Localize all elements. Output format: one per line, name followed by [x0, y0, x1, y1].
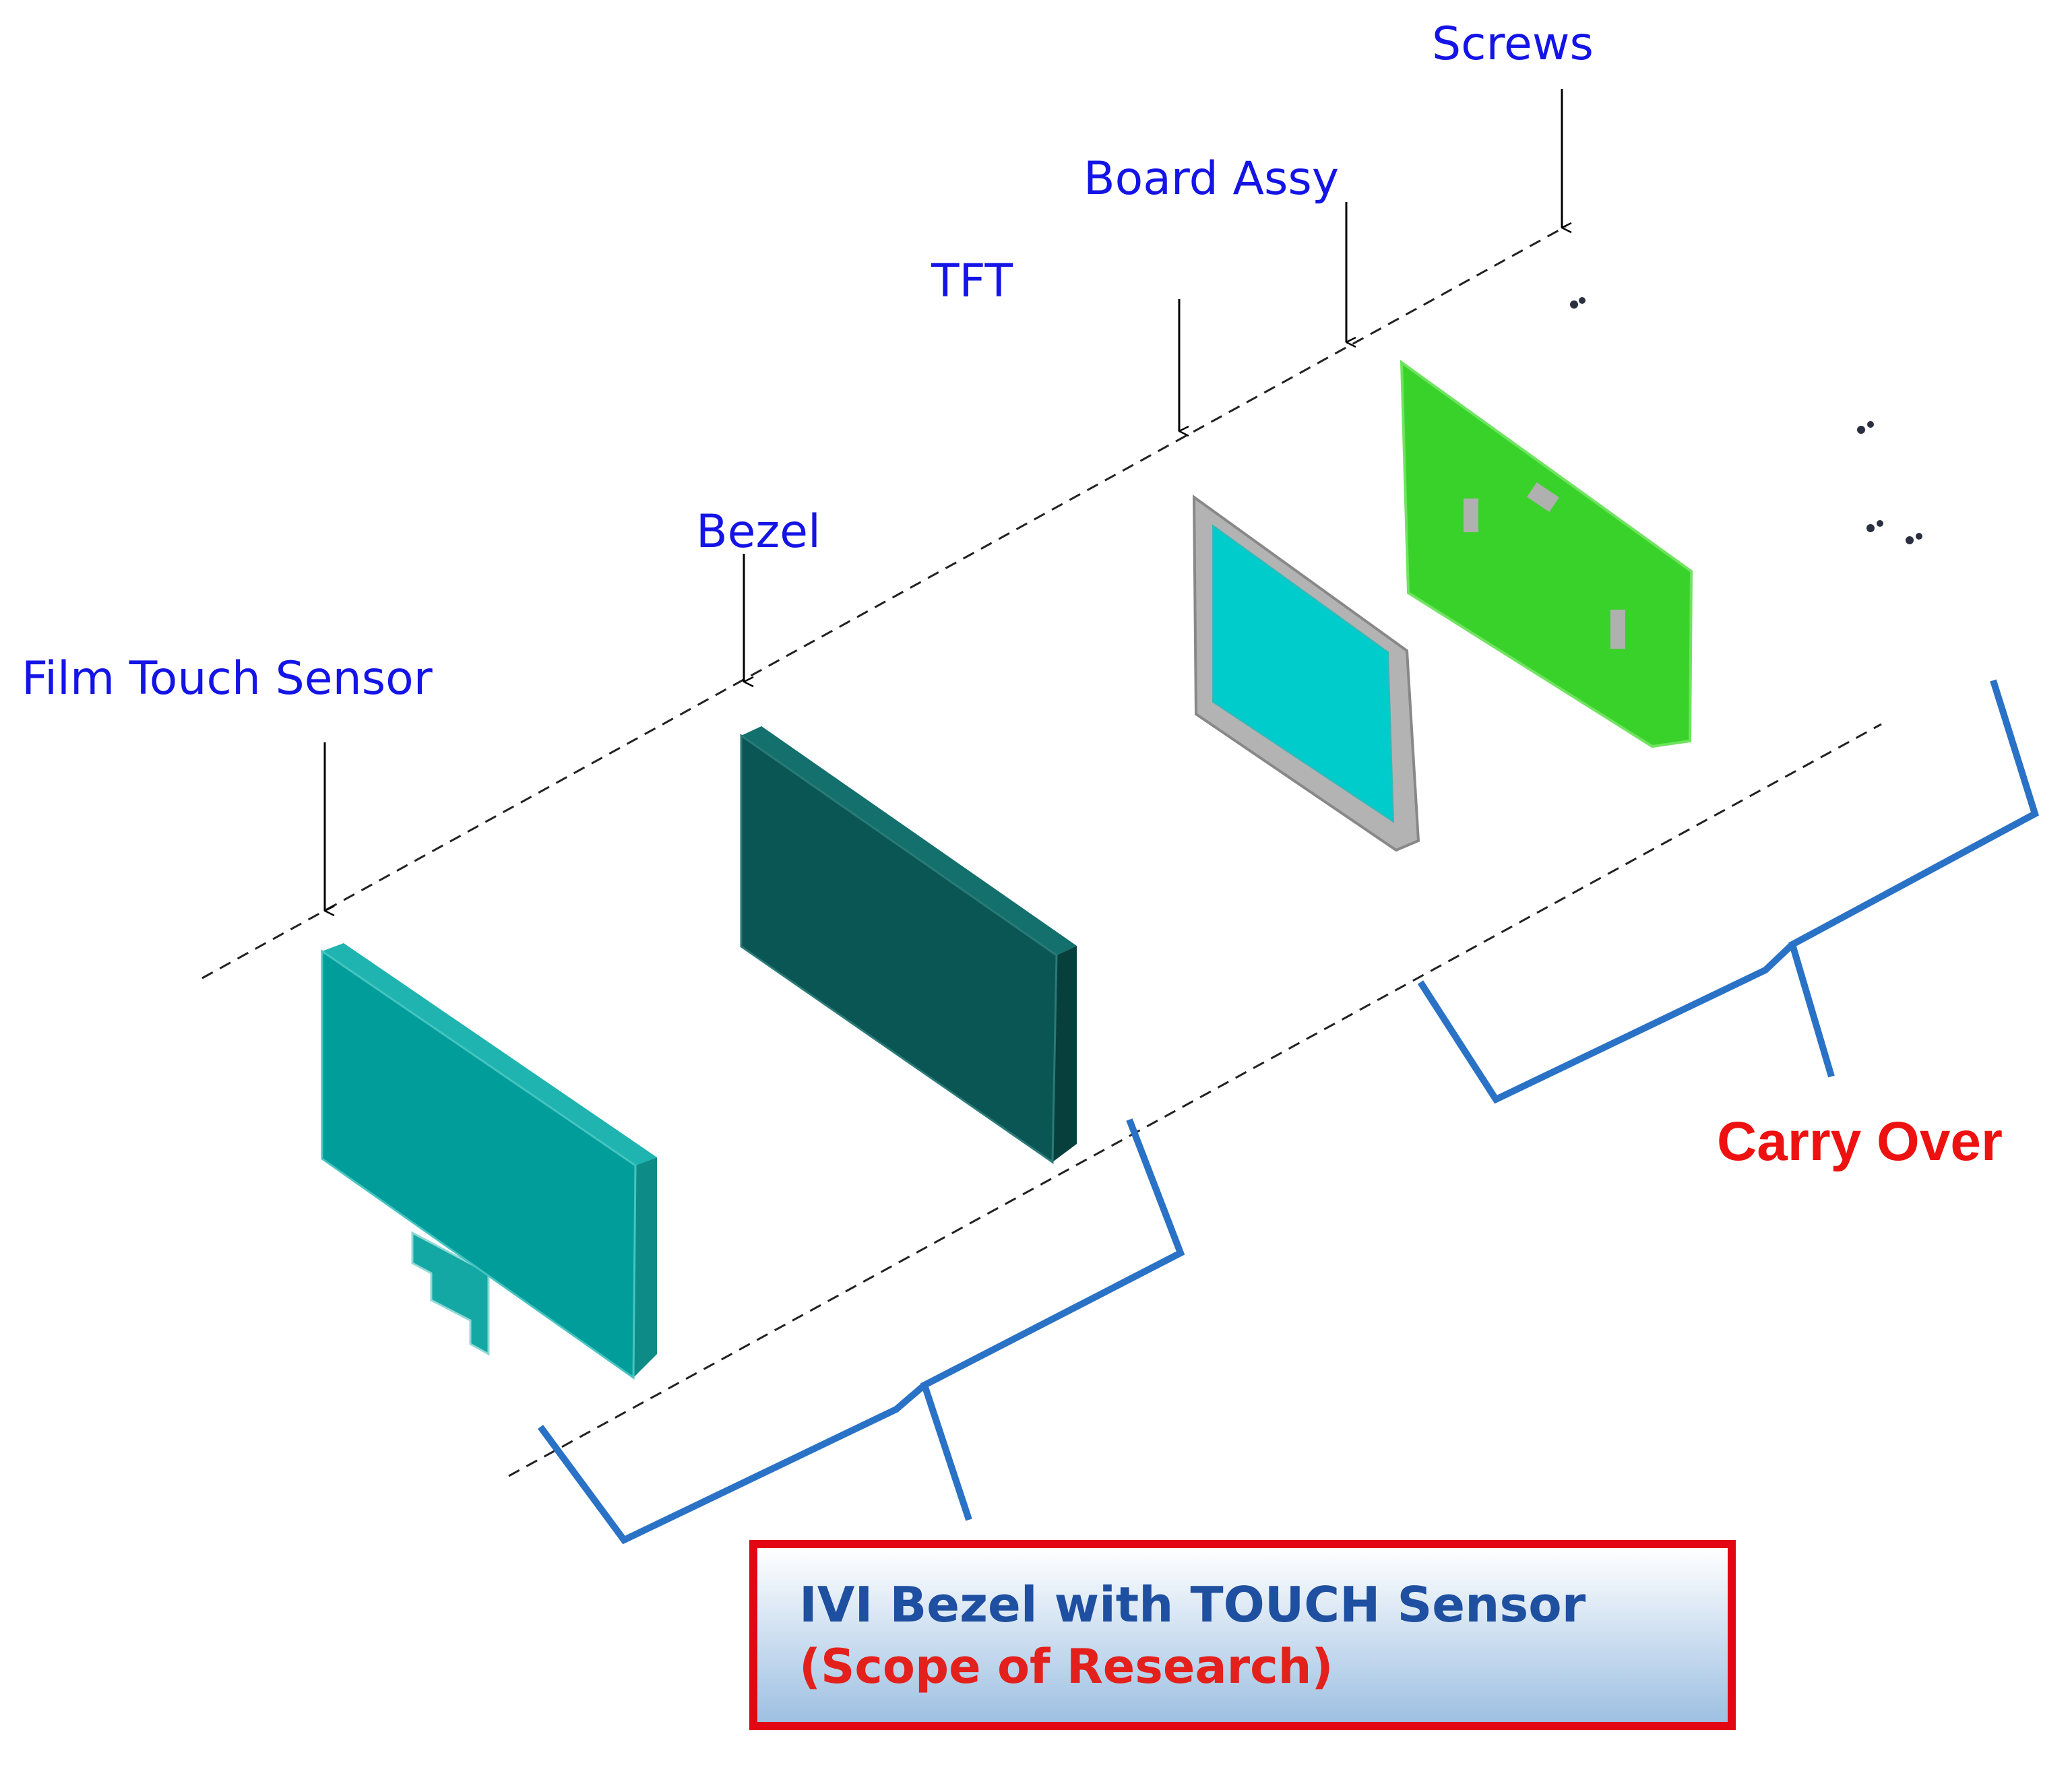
screw-3 — [1866, 524, 1875, 532]
carry-over-bracket — [1417, 679, 2040, 1104]
lower-dashed-axis — [508, 723, 1882, 1477]
upper-dashed-axis — [201, 225, 1567, 980]
bezel-top-face — [741, 726, 1077, 955]
scope-box: IVI Bezel with TOUCH Sensor (Scope of Re… — [749, 1540, 1736, 1730]
screws-group — [1570, 297, 1922, 544]
label-bezel: Bezel — [696, 505, 821, 558]
screw-4 — [1906, 536, 1914, 544]
screw-3b — [1877, 520, 1883, 527]
tft-screen — [1212, 524, 1395, 823]
label-tft: TFT — [931, 255, 1013, 308]
board-component-2 — [1527, 482, 1559, 512]
screw-4b — [1916, 533, 1922, 540]
label-screws: Screws — [1432, 18, 1594, 71]
touch-sensor-top-face — [322, 943, 657, 1165]
bezel-front-face — [740, 734, 1058, 1164]
bezel-side-face — [1053, 946, 1077, 1162]
screw-1b — [1579, 297, 1586, 304]
label-board-assy: Board Assy — [1084, 152, 1339, 205]
touch-sensor-side-face — [633, 1157, 657, 1378]
board-pcb — [1400, 360, 1693, 748]
bezel-part — [740, 726, 1077, 1164]
screw-2b — [1867, 421, 1874, 428]
touch-sensor-front-face — [321, 949, 637, 1380]
board-assy-part — [1400, 360, 1693, 748]
film-touch-sensor-part — [321, 943, 657, 1380]
scope-box-subtitle: (Scope of Research) — [799, 1639, 1333, 1694]
screw-2 — [1857, 426, 1865, 434]
scope-bracket — [537, 1118, 1185, 1545]
board-component-1 — [1464, 499, 1478, 532]
tft-part — [1192, 494, 1420, 852]
board-component-3 — [1610, 610, 1625, 649]
label-film-touch-sensor: Film Touch Sensor — [22, 652, 433, 705]
screw-1 — [1570, 300, 1578, 309]
carry-over-label: Carry Over — [1717, 1111, 2003, 1172]
scope-box-title: IVI Bezel with TOUCH Sensor — [799, 1576, 1586, 1633]
